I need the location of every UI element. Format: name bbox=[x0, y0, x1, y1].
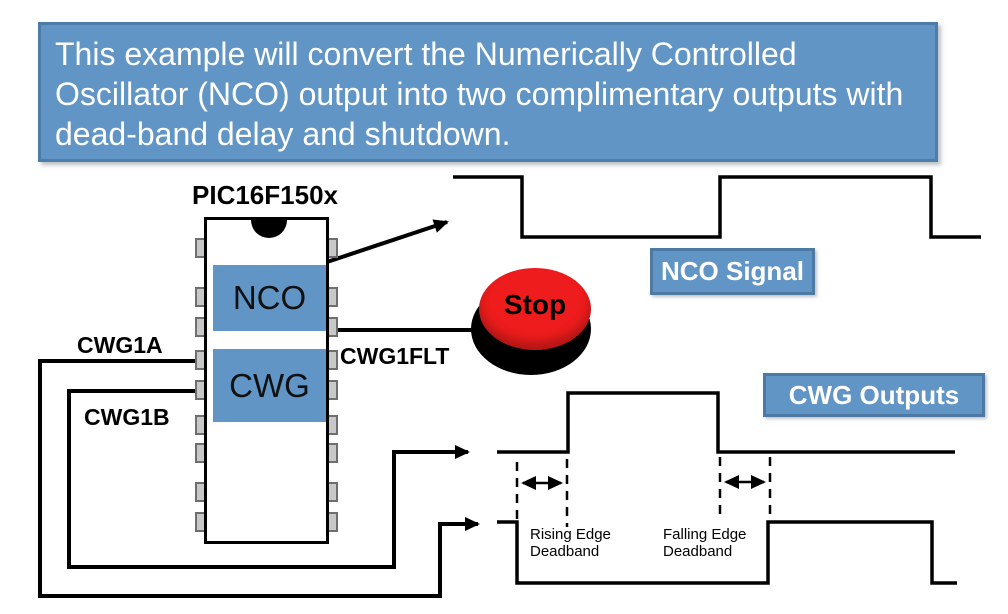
nco-block-label: NCO bbox=[232, 279, 307, 316]
cwg1flt-label: CWG1FLT bbox=[340, 343, 450, 369]
cwg-outputs-text: CWG Outputs bbox=[788, 379, 960, 410]
cwg-block-label: CWG bbox=[229, 366, 310, 404]
cwg-outputs-label: CWG Outputs bbox=[763, 373, 985, 417]
rising-deadband-note: Rising Edge Deadband bbox=[530, 526, 611, 560]
stop-button[interactable]: Stop bbox=[479, 268, 591, 350]
nco-signal-text: NCO Signal bbox=[660, 256, 804, 286]
falling-deadband-line1: Falling Edge bbox=[663, 526, 747, 543]
nco-waveform bbox=[453, 175, 981, 239]
header-text: This example will convert the Numericall… bbox=[55, 36, 904, 152]
falling-deadband-note: Falling Edge Deadband bbox=[663, 526, 746, 560]
chip-notch-icon bbox=[251, 219, 287, 238]
nco-block: NCO bbox=[213, 265, 326, 331]
chip-title: PIC16F150x bbox=[192, 180, 338, 210]
nco-signal-label: NCO Signal bbox=[650, 248, 815, 295]
falling-deadband-line2: Deadband bbox=[663, 543, 733, 560]
chip-body: NCO CWG bbox=[204, 217, 329, 544]
rising-deadband-line2: Deadband bbox=[530, 543, 600, 560]
stop-button-label: Stop bbox=[503, 289, 567, 320]
header-banner: This example will convert the Numericall… bbox=[38, 22, 938, 162]
nco-pointer-arrow bbox=[326, 219, 449, 264]
rising-deadband-line1: Rising Edge bbox=[530, 526, 611, 543]
cwg1b-label: CWG1B bbox=[84, 404, 170, 430]
cwg-block: CWG bbox=[213, 349, 326, 422]
cwg1a-label: CWG1A bbox=[77, 332, 163, 358]
